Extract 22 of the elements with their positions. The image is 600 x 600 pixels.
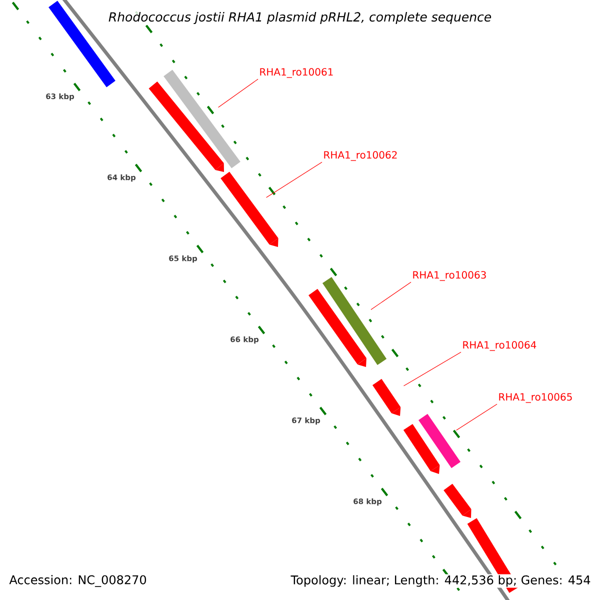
gene-label: RHA1_ro10065 bbox=[499, 393, 572, 403]
gene-bar bbox=[403, 424, 440, 474]
gene-bar bbox=[372, 378, 401, 416]
gene-label: RHA1_ro10061 bbox=[260, 68, 333, 78]
gene-bar bbox=[444, 484, 472, 518]
gene-label: RHA1_ro10063 bbox=[413, 271, 486, 281]
leader-line bbox=[266, 162, 322, 198]
gene-bar bbox=[308, 288, 366, 367]
leader-line bbox=[403, 352, 462, 386]
gene-bar bbox=[148, 82, 224, 172]
title: Rhodococcus jostii RHA1 plasmid pRHL2, complete sequence bbox=[107, 10, 493, 26]
gene-label: RHA1_ro10062 bbox=[324, 151, 397, 161]
summary-text: Topology: linear; Length: 442,536 bp; Genes: 454 bbox=[290, 574, 592, 588]
leader-line bbox=[456, 404, 498, 430]
leader-line bbox=[370, 282, 412, 310]
accession-text: Accession: NC_008270 bbox=[8, 574, 148, 588]
leader-line bbox=[218, 78, 258, 108]
gene-bar bbox=[322, 276, 387, 366]
gene-bar bbox=[418, 414, 461, 468]
gene-label: RHA1_ro10064 bbox=[463, 341, 536, 351]
gene-bar bbox=[164, 70, 240, 168]
gene-bar bbox=[220, 172, 278, 247]
